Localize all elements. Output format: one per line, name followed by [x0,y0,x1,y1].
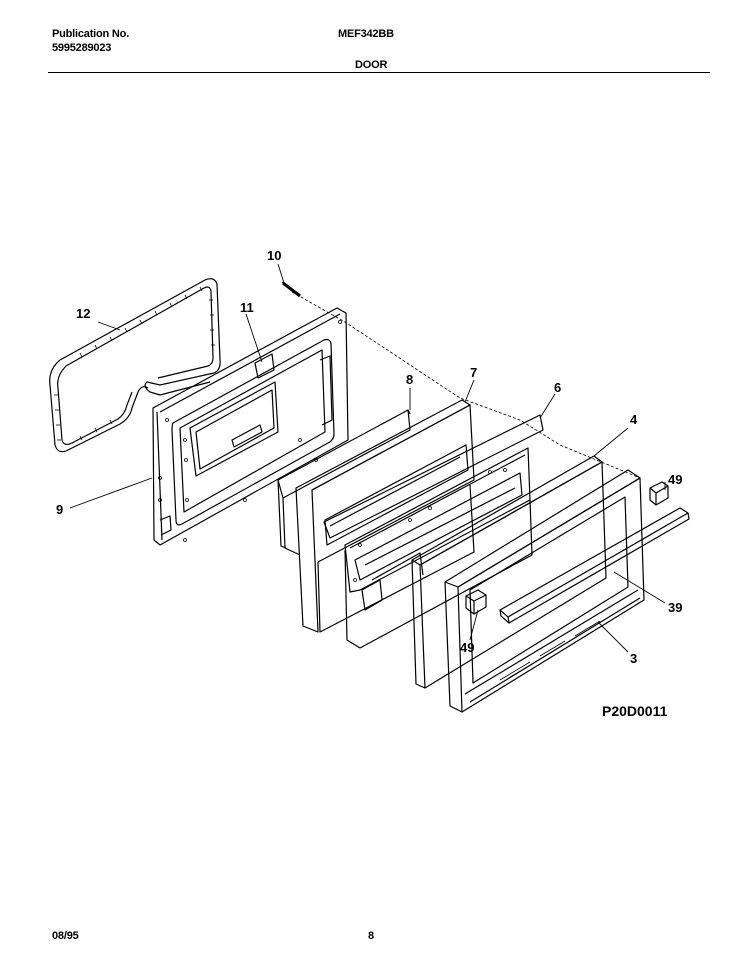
callout-11: 11 [240,300,254,315]
screw-part-10 [281,281,301,298]
handle-part-39 [499,507,690,624]
callout-39: 39 [668,600,682,615]
callout-49-right: 49 [668,472,682,487]
callout-4: 4 [630,412,638,427]
handle-cap-part-49-right [649,481,669,506]
outer-glass-part-4 [411,455,607,689]
handle-cap-part-49-left [465,589,487,615]
leader-lines [69,263,666,653]
glass-part-6 [323,414,544,649]
footer-page-number: 8 [368,930,374,942]
callout-6: 6 [554,380,561,395]
callout-3: 3 [630,651,637,666]
insulation-part-8 [277,409,411,556]
callout-10: 10 [267,248,281,263]
callout-7: 7 [470,365,477,380]
section-title: DOOR [355,59,388,71]
callout-8: 8 [406,372,413,387]
door-frame-part-7 [295,399,475,633]
model-number: MEF342BB [338,28,394,40]
callout-12: 12 [76,306,90,321]
diagram-code: P20D0011 [602,703,668,719]
publication-label: Publication No. [52,28,130,40]
alignment-line [291,291,641,479]
door-liner-part-9 [152,307,349,546]
publication-number: 5995289023 [52,42,112,54]
callout-49-left: 49 [460,640,474,655]
callout-9: 9 [56,502,63,517]
gasket-part-12 [49,278,221,453]
outer-panel-part-3 [444,469,645,713]
header-rule [48,72,710,73]
footer-date: 08/95 [52,930,79,942]
